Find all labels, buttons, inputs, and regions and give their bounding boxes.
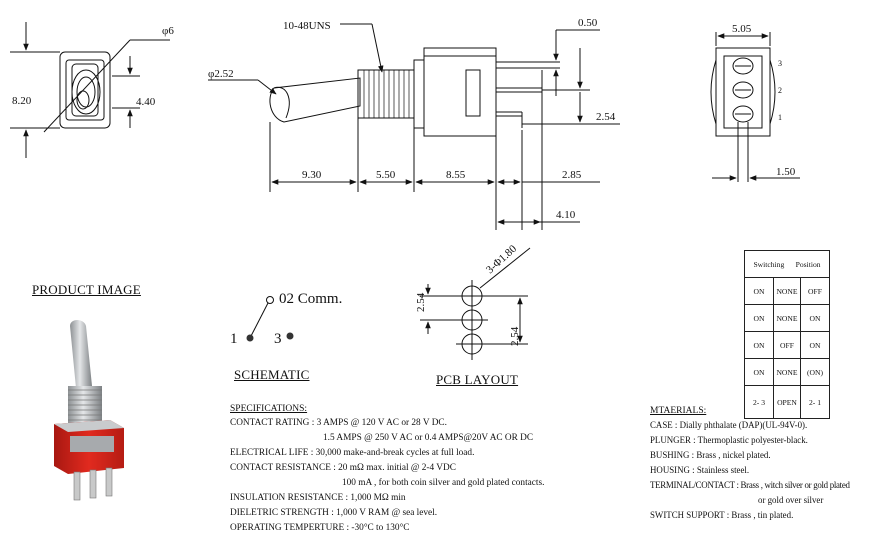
material-line: HOUSING : Stainless steel.	[650, 465, 750, 475]
dim-pcb-2-54-left: 2.54	[415, 292, 427, 312]
materials-title: MTAERIALS:	[650, 406, 707, 416]
spec-line: CONTACT RATING : 3 AMPS @ 120 V AC or 28…	[230, 418, 447, 428]
switching-table-header: Switching Position	[744, 250, 830, 278]
material-line: SWITCH SUPPORT : Brass , tin plated.	[650, 510, 794, 520]
materials-list: CASE : Dially phthalate (DAP)(UL-94V-0).…	[650, 418, 850, 523]
dim-5-50: 5.50	[376, 169, 396, 181]
schematic-heading: SCHEMATIC	[234, 367, 310, 382]
dim-2-85: 2.85	[562, 169, 582, 181]
dim-phi6: φ6	[162, 25, 174, 37]
dim-5-05: 5.05	[732, 23, 752, 35]
product-image	[54, 320, 124, 501]
pcb-layout-heading: PCB LAYOUT	[436, 372, 519, 387]
spec-line: CONTACT RESISTANCE : 20 mΩ max. initial …	[230, 463, 456, 473]
pin-3-label: 3	[778, 59, 782, 68]
dim-8-55: 8.55	[446, 169, 466, 181]
dim-phi2-52: φ2.52	[208, 68, 234, 80]
material-line: BUSHING : Brass , nickel plated.	[650, 450, 771, 460]
specifications-list: CONTACT RATING : 3 AMPS @ 120 V AC or 28…	[230, 416, 544, 536]
dim-pcb-2-54-right: 2.54	[509, 326, 521, 346]
end-view	[710, 32, 800, 182]
material-line: TERMINAL/CONTACT : Brass , witch silver …	[650, 480, 850, 490]
material-line: or gold over silver	[758, 495, 824, 505]
schematic-terminal-3: 3	[274, 331, 282, 347]
side-view	[208, 23, 620, 230]
schematic-comm-label: 02 Comm.	[279, 291, 342, 307]
dim-2-54-top: 2.54	[596, 111, 616, 123]
material-line: PLUNGER : Thermoplastic polyester-black.	[650, 435, 808, 445]
dim-9-30: 9.30	[302, 169, 322, 181]
spec-line: INSULATION RESISTANCE : 1,000 MΩ min	[230, 493, 406, 503]
specifications-title: SPECIFICATIONS:	[230, 404, 308, 414]
dim-4-40: 4.40	[136, 96, 156, 108]
spec-line: ELECTRICAL LIFE : 30,000 make-and-break …	[230, 448, 475, 458]
pin-2-label: 2	[778, 86, 782, 95]
dim-8-20: 8.20	[12, 95, 32, 107]
schematic-terminal-1: 1	[230, 331, 238, 347]
spec-line: 100 mA , for both coin silver and gold p…	[342, 478, 545, 488]
dim-4-10: 4.10	[556, 209, 576, 221]
front-view	[10, 22, 170, 158]
pcb-layout-diagram	[420, 247, 531, 360]
pin-1-label: 1	[778, 113, 782, 122]
dim-1-50: 1.50	[776, 166, 796, 178]
dim-thread: 10-48UNS	[283, 20, 331, 32]
schematic-diagram	[249, 296, 274, 339]
product-image-heading: PRODUCT IMAGE	[32, 282, 141, 297]
spec-line: DIELETRIC STRENGTH : 1,000 V RAM @ sea l…	[230, 508, 438, 518]
dim-0-50: 0.50	[578, 17, 598, 29]
spec-line: 1.5 AMPS @ 250 V AC or 0.4 AMPS@20V AC O…	[323, 433, 534, 443]
material-line: CASE : Dially phthalate (DAP)(UL-94V-0).	[650, 420, 808, 430]
spec-line: OPERATING TEMPERTURE : -30°C to 130°C	[230, 523, 410, 533]
